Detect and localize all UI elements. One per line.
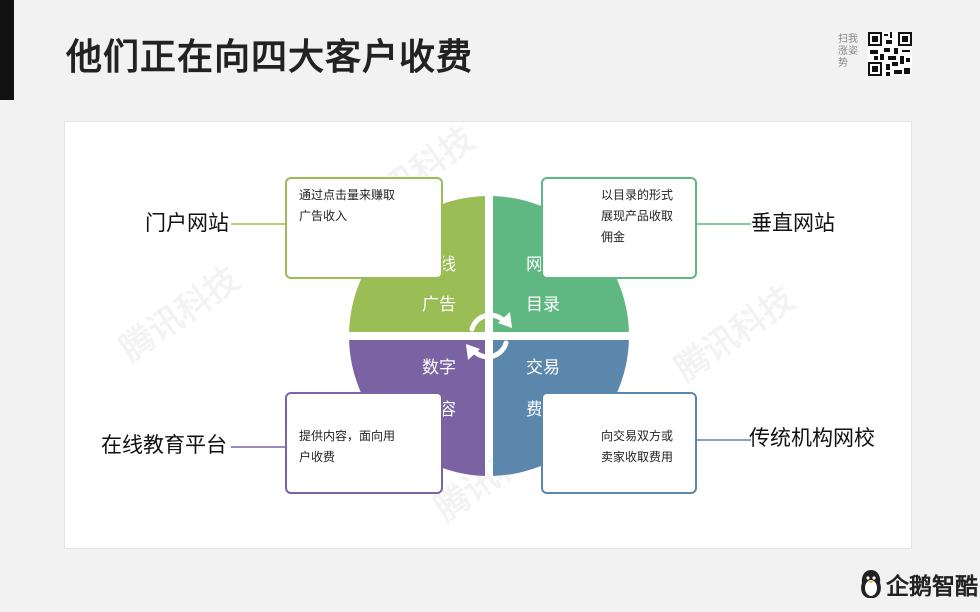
cycle-arrows-icon	[469, 312, 509, 360]
category-label-vertical: 垂直网站	[751, 211, 835, 235]
desc-box-online-edu: 提供内容，面向用户收费	[285, 392, 443, 494]
page-title: 他们正在向四大客户收费	[66, 37, 474, 78]
quadrant-label: 交易	[526, 358, 560, 378]
category-label-online-edu: 在线教育平台	[101, 433, 227, 457]
quadrant-diagram: 在线 广告 网络 目录 数字 内容 交易 费用	[231, 196, 751, 476]
left-accent-bar	[0, 0, 14, 100]
brand-logo: 企鹅智酷	[858, 566, 978, 602]
quadrant-label: 数字	[422, 358, 456, 378]
desc-box-portal: 通过点击量来赚取广告收入	[285, 177, 443, 279]
category-label-portal: 门户网站	[145, 211, 229, 235]
brand-name: 企鹅智酷	[886, 574, 978, 600]
penguin-icon	[861, 570, 881, 598]
desc-box-vertical: 以目录的形式展现产品收取佣金	[541, 177, 697, 279]
quadrant-label: 广告	[422, 295, 456, 315]
qr-code-icon	[868, 32, 912, 76]
quadrant-label: 目录	[526, 295, 560, 315]
category-label-traditional-school: 传统机构网校	[749, 426, 875, 450]
qr-label: 扫我涨姿势	[838, 34, 858, 69]
desc-box-traditional-school: 向交易双方或卖家收取费用	[541, 392, 697, 494]
diagram-canvas: 腾讯科技 腾讯科技 腾讯科技 腾讯科技 在线 广告 网络 目录 数字 内容	[64, 119, 912, 549]
